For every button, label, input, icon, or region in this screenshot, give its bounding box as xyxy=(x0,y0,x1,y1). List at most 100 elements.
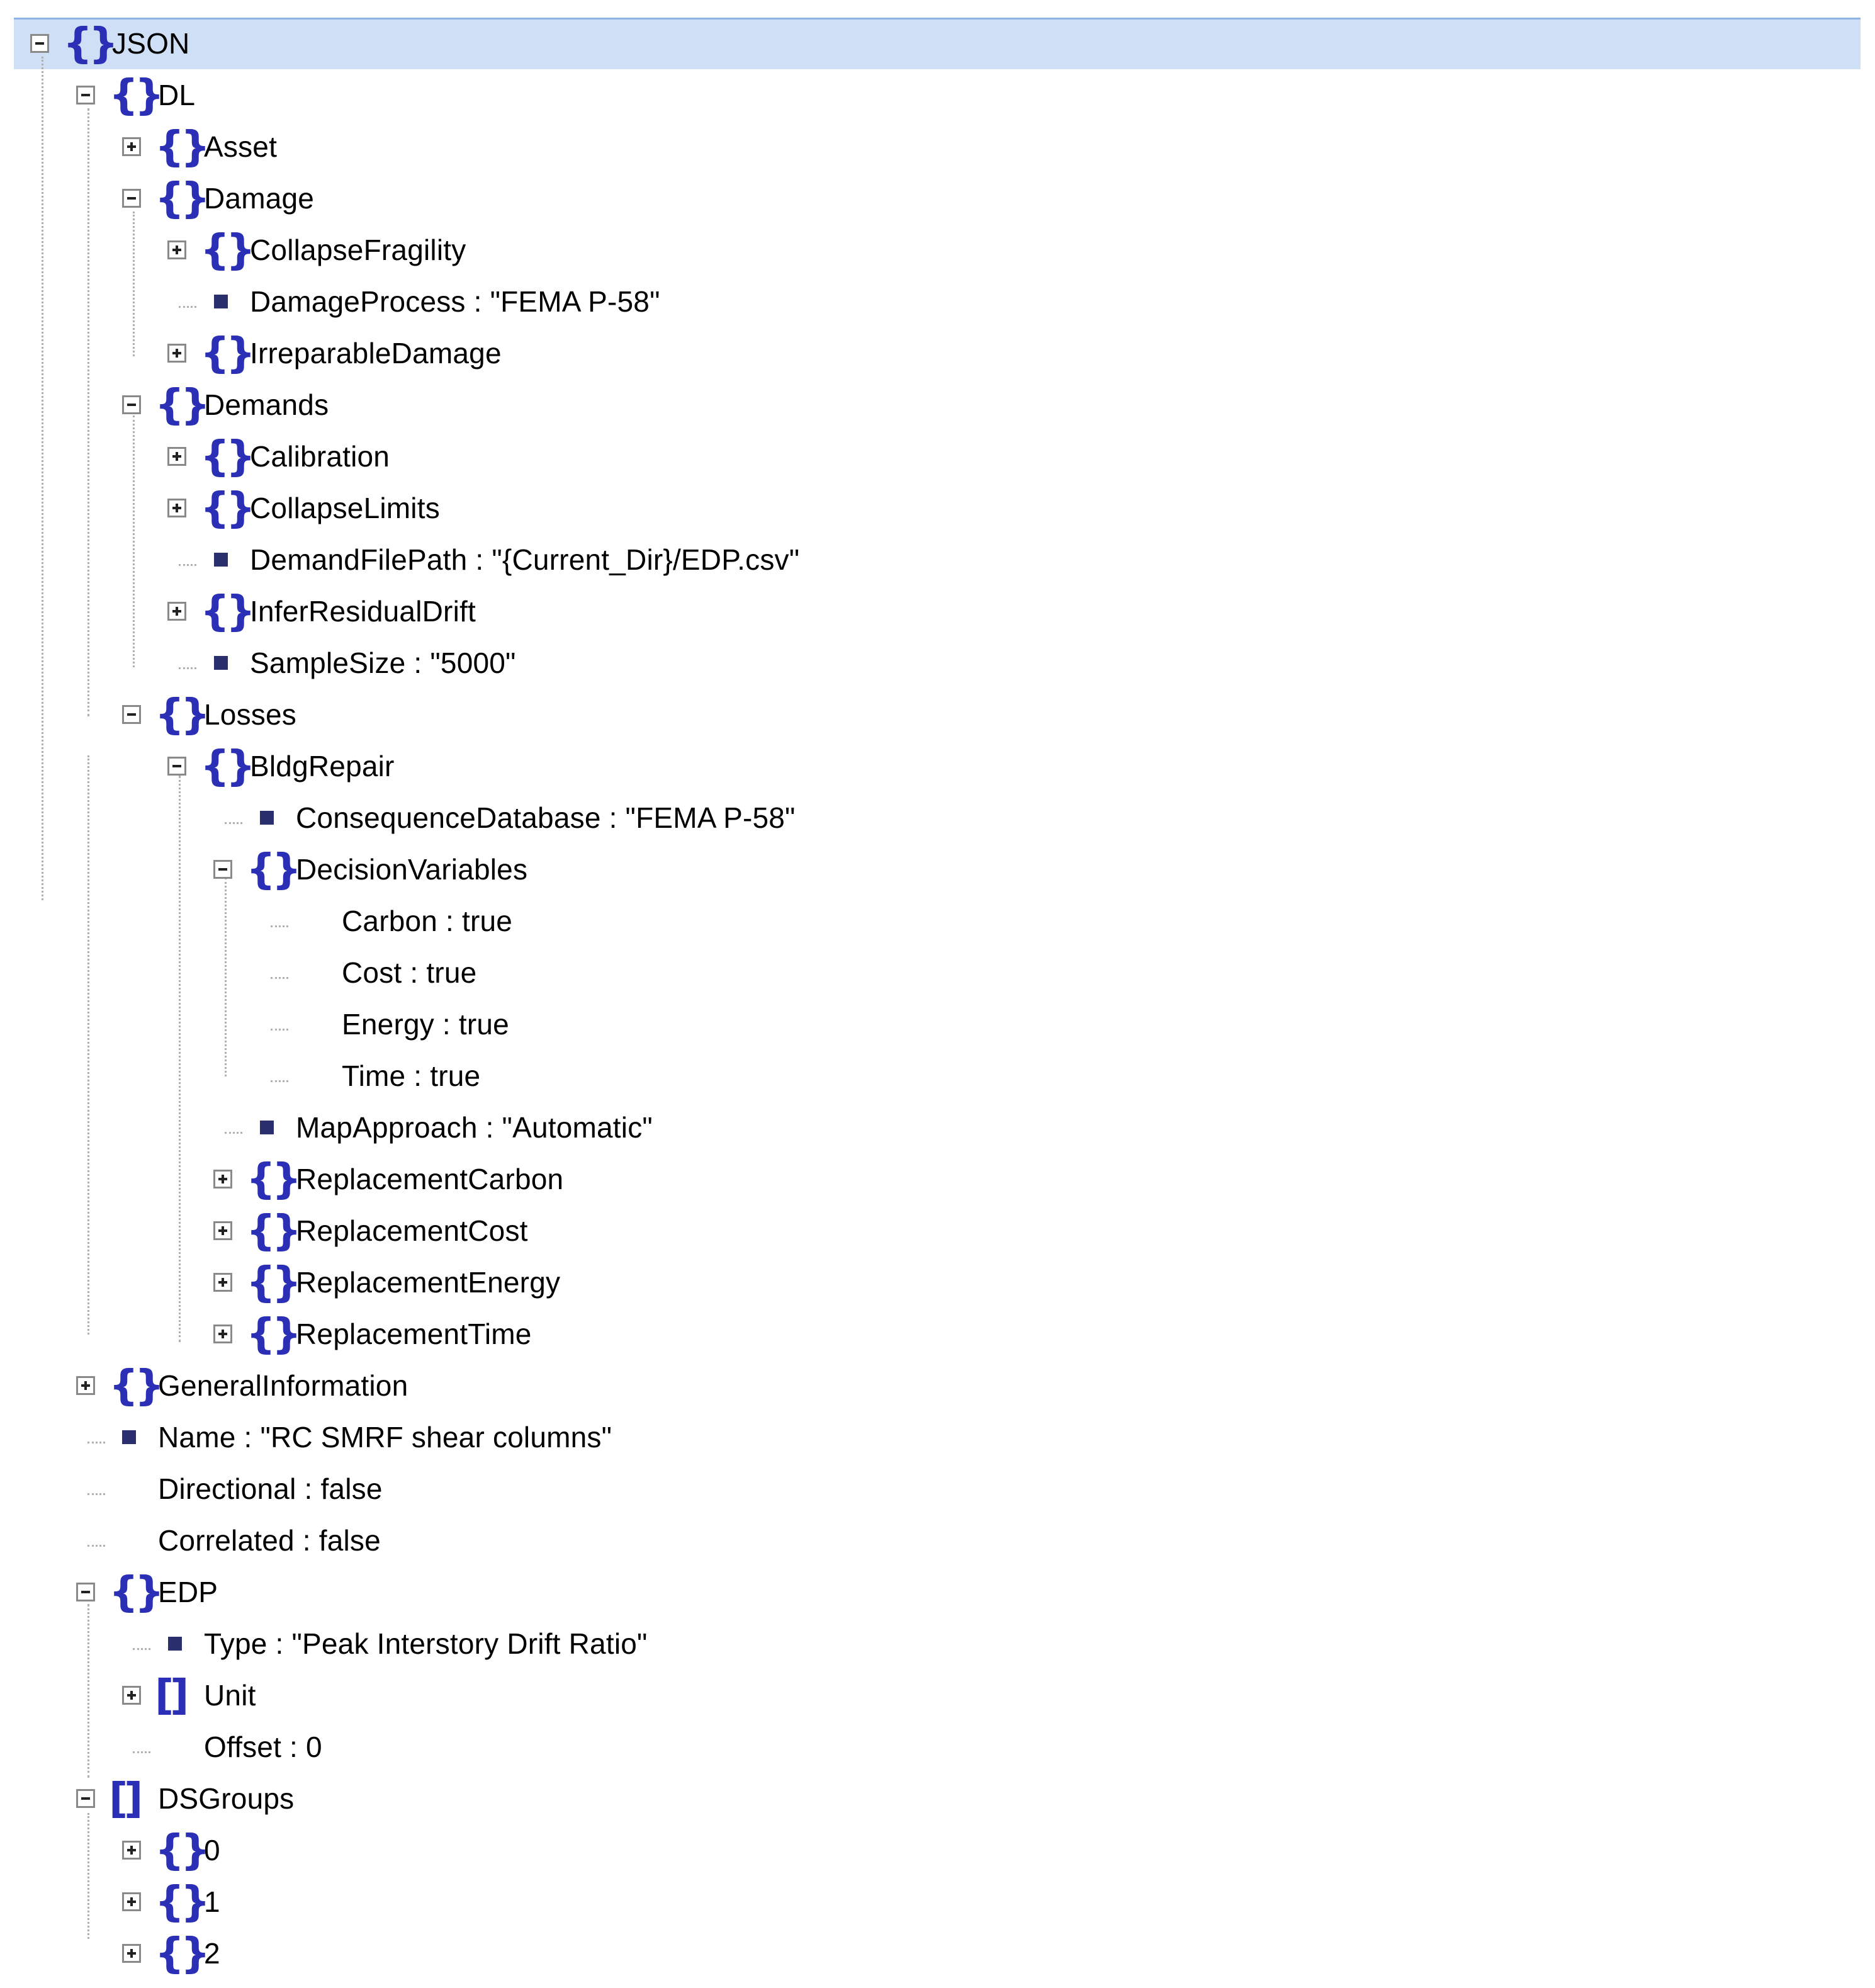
tree-connector xyxy=(225,822,242,824)
node-label: Asset xyxy=(204,130,278,163)
node-label: Correlated : false xyxy=(158,1524,381,1557)
tree-connector xyxy=(271,925,288,927)
object-braces-icon: {} xyxy=(63,19,118,67)
value-bullet-icon xyxy=(168,1637,182,1651)
collapse-minus-icon[interactable] xyxy=(122,189,141,208)
node-label: ReplacementTime xyxy=(296,1318,532,1350)
node-label: Cost : true xyxy=(342,956,477,989)
node-label: IrreparableDamage xyxy=(250,337,502,370)
object-braces-icon: {} xyxy=(246,1258,301,1306)
object-braces-icon: {} xyxy=(246,1309,301,1358)
node-label: 0 xyxy=(204,1834,220,1867)
value-bullet-icon xyxy=(214,553,228,567)
node-label: Directional : false xyxy=(158,1472,383,1505)
tree-connector xyxy=(87,1545,105,1547)
object-braces-icon: {} xyxy=(200,432,256,480)
tree-guide xyxy=(133,212,135,356)
object-braces-icon: {} xyxy=(155,1929,210,1977)
tree-guide xyxy=(87,1813,89,1939)
node-label: BldgRepair xyxy=(250,750,395,782)
node-label: DemandFilePath : "{Current_Dir}/EDP.csv" xyxy=(250,543,800,576)
node-label: ReplacementCarbon xyxy=(296,1163,564,1195)
node-label: Unit xyxy=(204,1679,256,1712)
object-braces-icon: {} xyxy=(200,742,256,790)
node-label: InferResidualDrift xyxy=(250,595,476,628)
collapse-minus-icon[interactable] xyxy=(76,1583,95,1601)
collapse-minus-icon[interactable] xyxy=(213,860,232,879)
node-label: Damage xyxy=(204,182,315,215)
expand-plus-icon[interactable] xyxy=(213,1324,232,1343)
object-braces-icon: {} xyxy=(109,1361,164,1409)
expand-plus-icon[interactable] xyxy=(122,1892,141,1911)
expand-plus-icon[interactable] xyxy=(167,344,186,363)
tree-connector xyxy=(133,1751,150,1753)
collapse-minus-icon[interactable] xyxy=(122,395,141,414)
object-braces-icon: {} xyxy=(155,1826,210,1874)
tree-connector xyxy=(271,1029,288,1031)
tree-connector xyxy=(271,1080,288,1082)
expand-plus-icon[interactable] xyxy=(167,240,186,259)
node-label: 2 xyxy=(204,1937,220,1970)
node-label: Time : true xyxy=(342,1059,481,1092)
collapse-minus-icon[interactable] xyxy=(76,1789,95,1808)
value-bullet-icon xyxy=(214,656,228,670)
object-braces-icon: {} xyxy=(155,1877,210,1926)
tree-connector xyxy=(179,306,196,308)
node-label: Energy : true xyxy=(342,1008,509,1041)
node-label: ReplacementEnergy xyxy=(296,1266,561,1299)
expand-plus-icon[interactable] xyxy=(213,1221,232,1240)
node-label: Calibration xyxy=(250,440,390,473)
value-bullet-icon xyxy=(122,1430,136,1444)
object-braces-icon: {} xyxy=(246,845,301,893)
selected-row-highlight xyxy=(14,18,1861,69)
node-label: GeneralInformation xyxy=(158,1369,408,1402)
node-label: Name : "RC SMRF shear columns" xyxy=(158,1421,612,1454)
collapse-minus-icon[interactable] xyxy=(122,705,141,724)
expand-plus-icon[interactable] xyxy=(213,1170,232,1189)
expand-plus-icon[interactable] xyxy=(167,602,186,621)
expand-plus-icon[interactable] xyxy=(167,447,186,466)
node-label: Losses xyxy=(204,698,296,731)
object-braces-icon: {} xyxy=(109,71,164,119)
collapse-minus-icon[interactable] xyxy=(30,34,49,53)
collapse-minus-icon[interactable] xyxy=(167,757,186,776)
tree-guide xyxy=(133,415,135,667)
tree-connector xyxy=(271,977,288,979)
expand-plus-icon[interactable] xyxy=(167,499,186,517)
tree-guide xyxy=(42,57,43,900)
node-label: DSGroups xyxy=(158,1782,295,1815)
tree-guide xyxy=(225,878,227,1076)
tree-connector xyxy=(179,667,196,669)
node-label: Offset : 0 xyxy=(204,1731,322,1763)
node-label: DecisionVariables xyxy=(296,853,528,886)
tree-connector xyxy=(225,1132,242,1134)
expand-plus-icon[interactable] xyxy=(122,1841,141,1860)
expand-plus-icon[interactable] xyxy=(213,1273,232,1292)
object-braces-icon: {} xyxy=(155,380,210,429)
node-label: JSON xyxy=(112,27,190,60)
tree-guide xyxy=(87,755,89,1335)
array-brackets-icon: [] xyxy=(109,1774,143,1822)
array-brackets-icon: [] xyxy=(155,1671,189,1719)
object-braces-icon: {} xyxy=(246,1155,301,1203)
collapse-minus-icon[interactable] xyxy=(76,86,95,104)
object-braces-icon: {} xyxy=(200,587,256,635)
object-braces-icon: {} xyxy=(246,1206,301,1255)
object-braces-icon: {} xyxy=(155,122,210,171)
tree-connector xyxy=(179,564,196,566)
expand-plus-icon[interactable] xyxy=(122,1944,141,1963)
expand-plus-icon[interactable] xyxy=(76,1376,95,1395)
tree-guide xyxy=(87,1604,89,1778)
value-bullet-icon xyxy=(260,811,274,825)
node-label: DL xyxy=(158,79,196,111)
expand-plus-icon[interactable] xyxy=(122,137,141,156)
tree-connector xyxy=(87,1493,105,1495)
node-label: DamageProcess : "FEMA P-58" xyxy=(250,285,660,318)
expand-plus-icon[interactable] xyxy=(122,1686,141,1705)
object-braces-icon: {} xyxy=(109,1567,164,1616)
value-bullet-icon xyxy=(214,295,228,308)
node-label: 1 xyxy=(204,1885,220,1918)
node-label: EDP xyxy=(158,1576,218,1608)
node-label: CollapseFragility xyxy=(250,234,466,266)
